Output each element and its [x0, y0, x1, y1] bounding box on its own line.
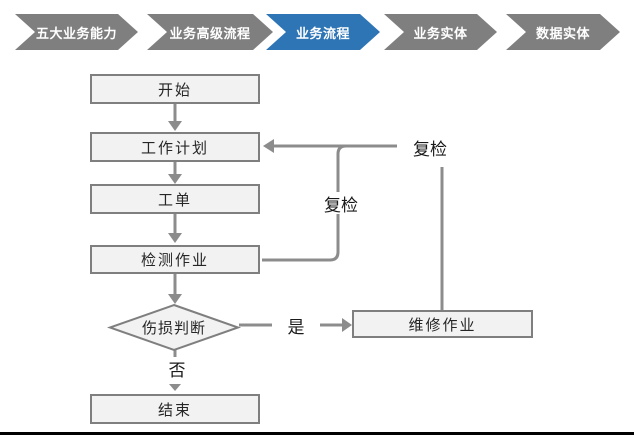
edge-label-text: 复检 — [413, 139, 447, 160]
node-work-plan: 工作计划 — [90, 132, 260, 162]
node-start: 开始 — [90, 74, 260, 104]
edge-label-recheck-top: 复检 — [406, 136, 454, 160]
nav-step-business-high-level-process[interactable]: 业务高级流程 — [147, 14, 273, 50]
nav-step-five-business-capabilities[interactable]: 五大业务能力 — [15, 14, 138, 50]
node-damage-decision: 伤损判断 — [110, 314, 238, 341]
edge-label-recheck-middle: 复检 — [317, 192, 365, 216]
nav-step-label: 数据实体 — [535, 26, 590, 42]
node-label: 伤损判断 — [141, 319, 206, 337]
nav-step-label: 业务实体 — [413, 26, 468, 42]
edge-inspection-recheck-loop — [262, 144, 347, 262]
arrowhead-right-icon — [342, 318, 352, 332]
edge-label-text: 复检 — [324, 195, 358, 216]
nav-step-label: 五大业务能力 — [35, 26, 117, 42]
edge-label-text: 是 — [287, 317, 305, 338]
node-inspection-work: 检测作业 — [90, 245, 260, 274]
node-label: 维修作业 — [408, 315, 477, 334]
node-work-order: 工单 — [90, 184, 260, 214]
node-label: 开始 — [157, 80, 192, 99]
arrowhead-down-small-icon — [169, 384, 181, 391]
node-label: 工单 — [157, 190, 192, 209]
arrowhead-down-icon — [168, 121, 182, 131]
node-repair-work: 维修作业 — [352, 310, 533, 338]
node-end: 结束 — [90, 394, 260, 424]
nav-step-label: 业务流程 — [295, 26, 350, 42]
arrowhead-down-icon — [168, 233, 182, 243]
edge-label-no: 否 — [159, 357, 195, 381]
edge-label-text: 否 — [168, 360, 186, 381]
node-label: 工作计划 — [140, 138, 209, 157]
nav-step-data-entity[interactable]: 数据实体 — [506, 14, 620, 50]
arrowhead-down-icon — [168, 174, 182, 184]
nav-step-label: 业务高级流程 — [169, 26, 251, 42]
decision-diamond-shape — [106, 303, 242, 352]
arrowhead-left-icon — [263, 139, 274, 153]
edge-label-yes: 是 — [280, 314, 312, 338]
bottom-divider — [0, 432, 634, 435]
node-label: 检测作业 — [140, 251, 209, 269]
node-label: 结束 — [157, 400, 192, 419]
arrowhead-down-icon — [168, 294, 182, 304]
